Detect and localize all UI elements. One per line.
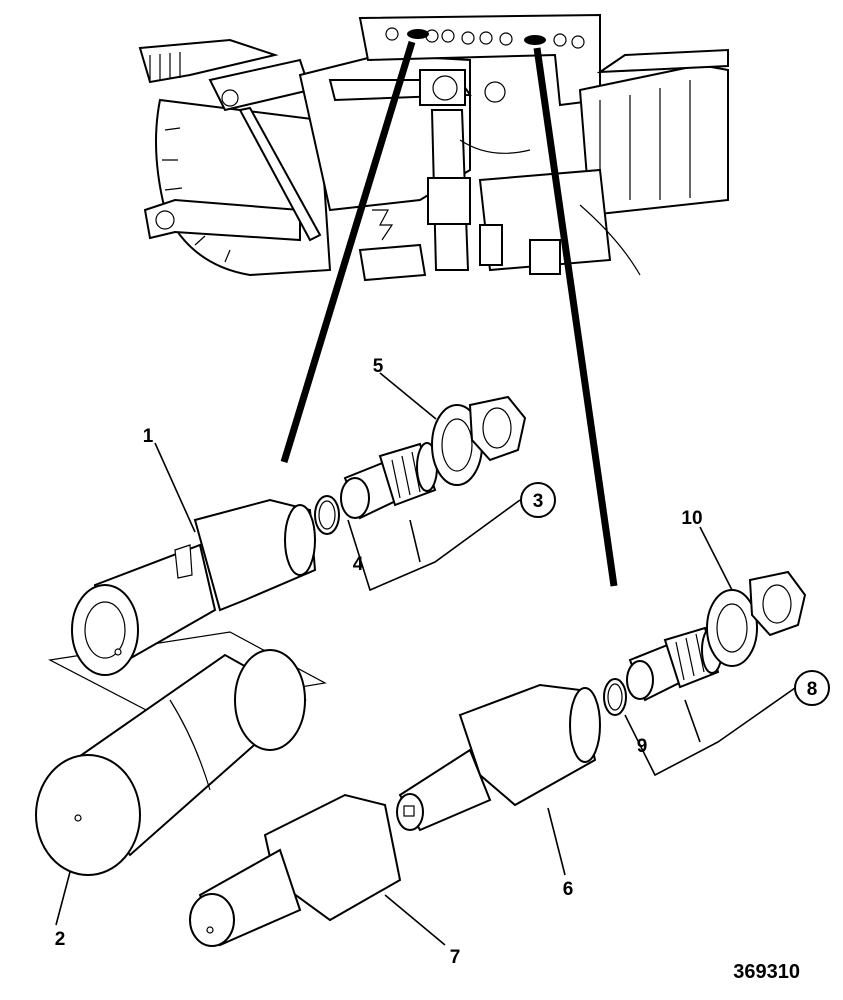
coupler-row <box>385 27 585 49</box>
highlighted-coupler-left <box>407 29 429 39</box>
part-8-adaptor-assembly <box>603 570 807 716</box>
callout-4: 4 <box>353 554 364 575</box>
callout-10: 10 <box>681 508 702 529</box>
part-2-dust-cap <box>35 649 307 876</box>
callout-5: 5 <box>373 356 384 377</box>
tractor-rear-illustration <box>138 13 729 282</box>
pointer-line-left <box>280 40 416 464</box>
callout-2: 2 <box>55 929 66 950</box>
highlighted-coupler-right <box>524 35 546 45</box>
callout-9: 9 <box>637 736 648 757</box>
part-7-plug <box>189 793 402 947</box>
part-1-quick-release-coupler <box>48 498 327 713</box>
part-6-male-coupler <box>396 683 601 832</box>
callout-7: 7 <box>450 947 461 968</box>
callout-6: 6 <box>563 879 574 900</box>
callout-3: 3 <box>533 491 544 512</box>
callout-8: 8 <box>807 679 818 700</box>
callout-3-circle <box>520 482 556 518</box>
figure-number: 369310 <box>733 961 800 983</box>
callout-8-circle <box>794 670 830 706</box>
leader-lines <box>55 372 796 946</box>
pointer-line-right <box>533 47 618 587</box>
callout-1: 1 <box>143 426 154 447</box>
part-3-adaptor-assembly <box>314 395 527 535</box>
